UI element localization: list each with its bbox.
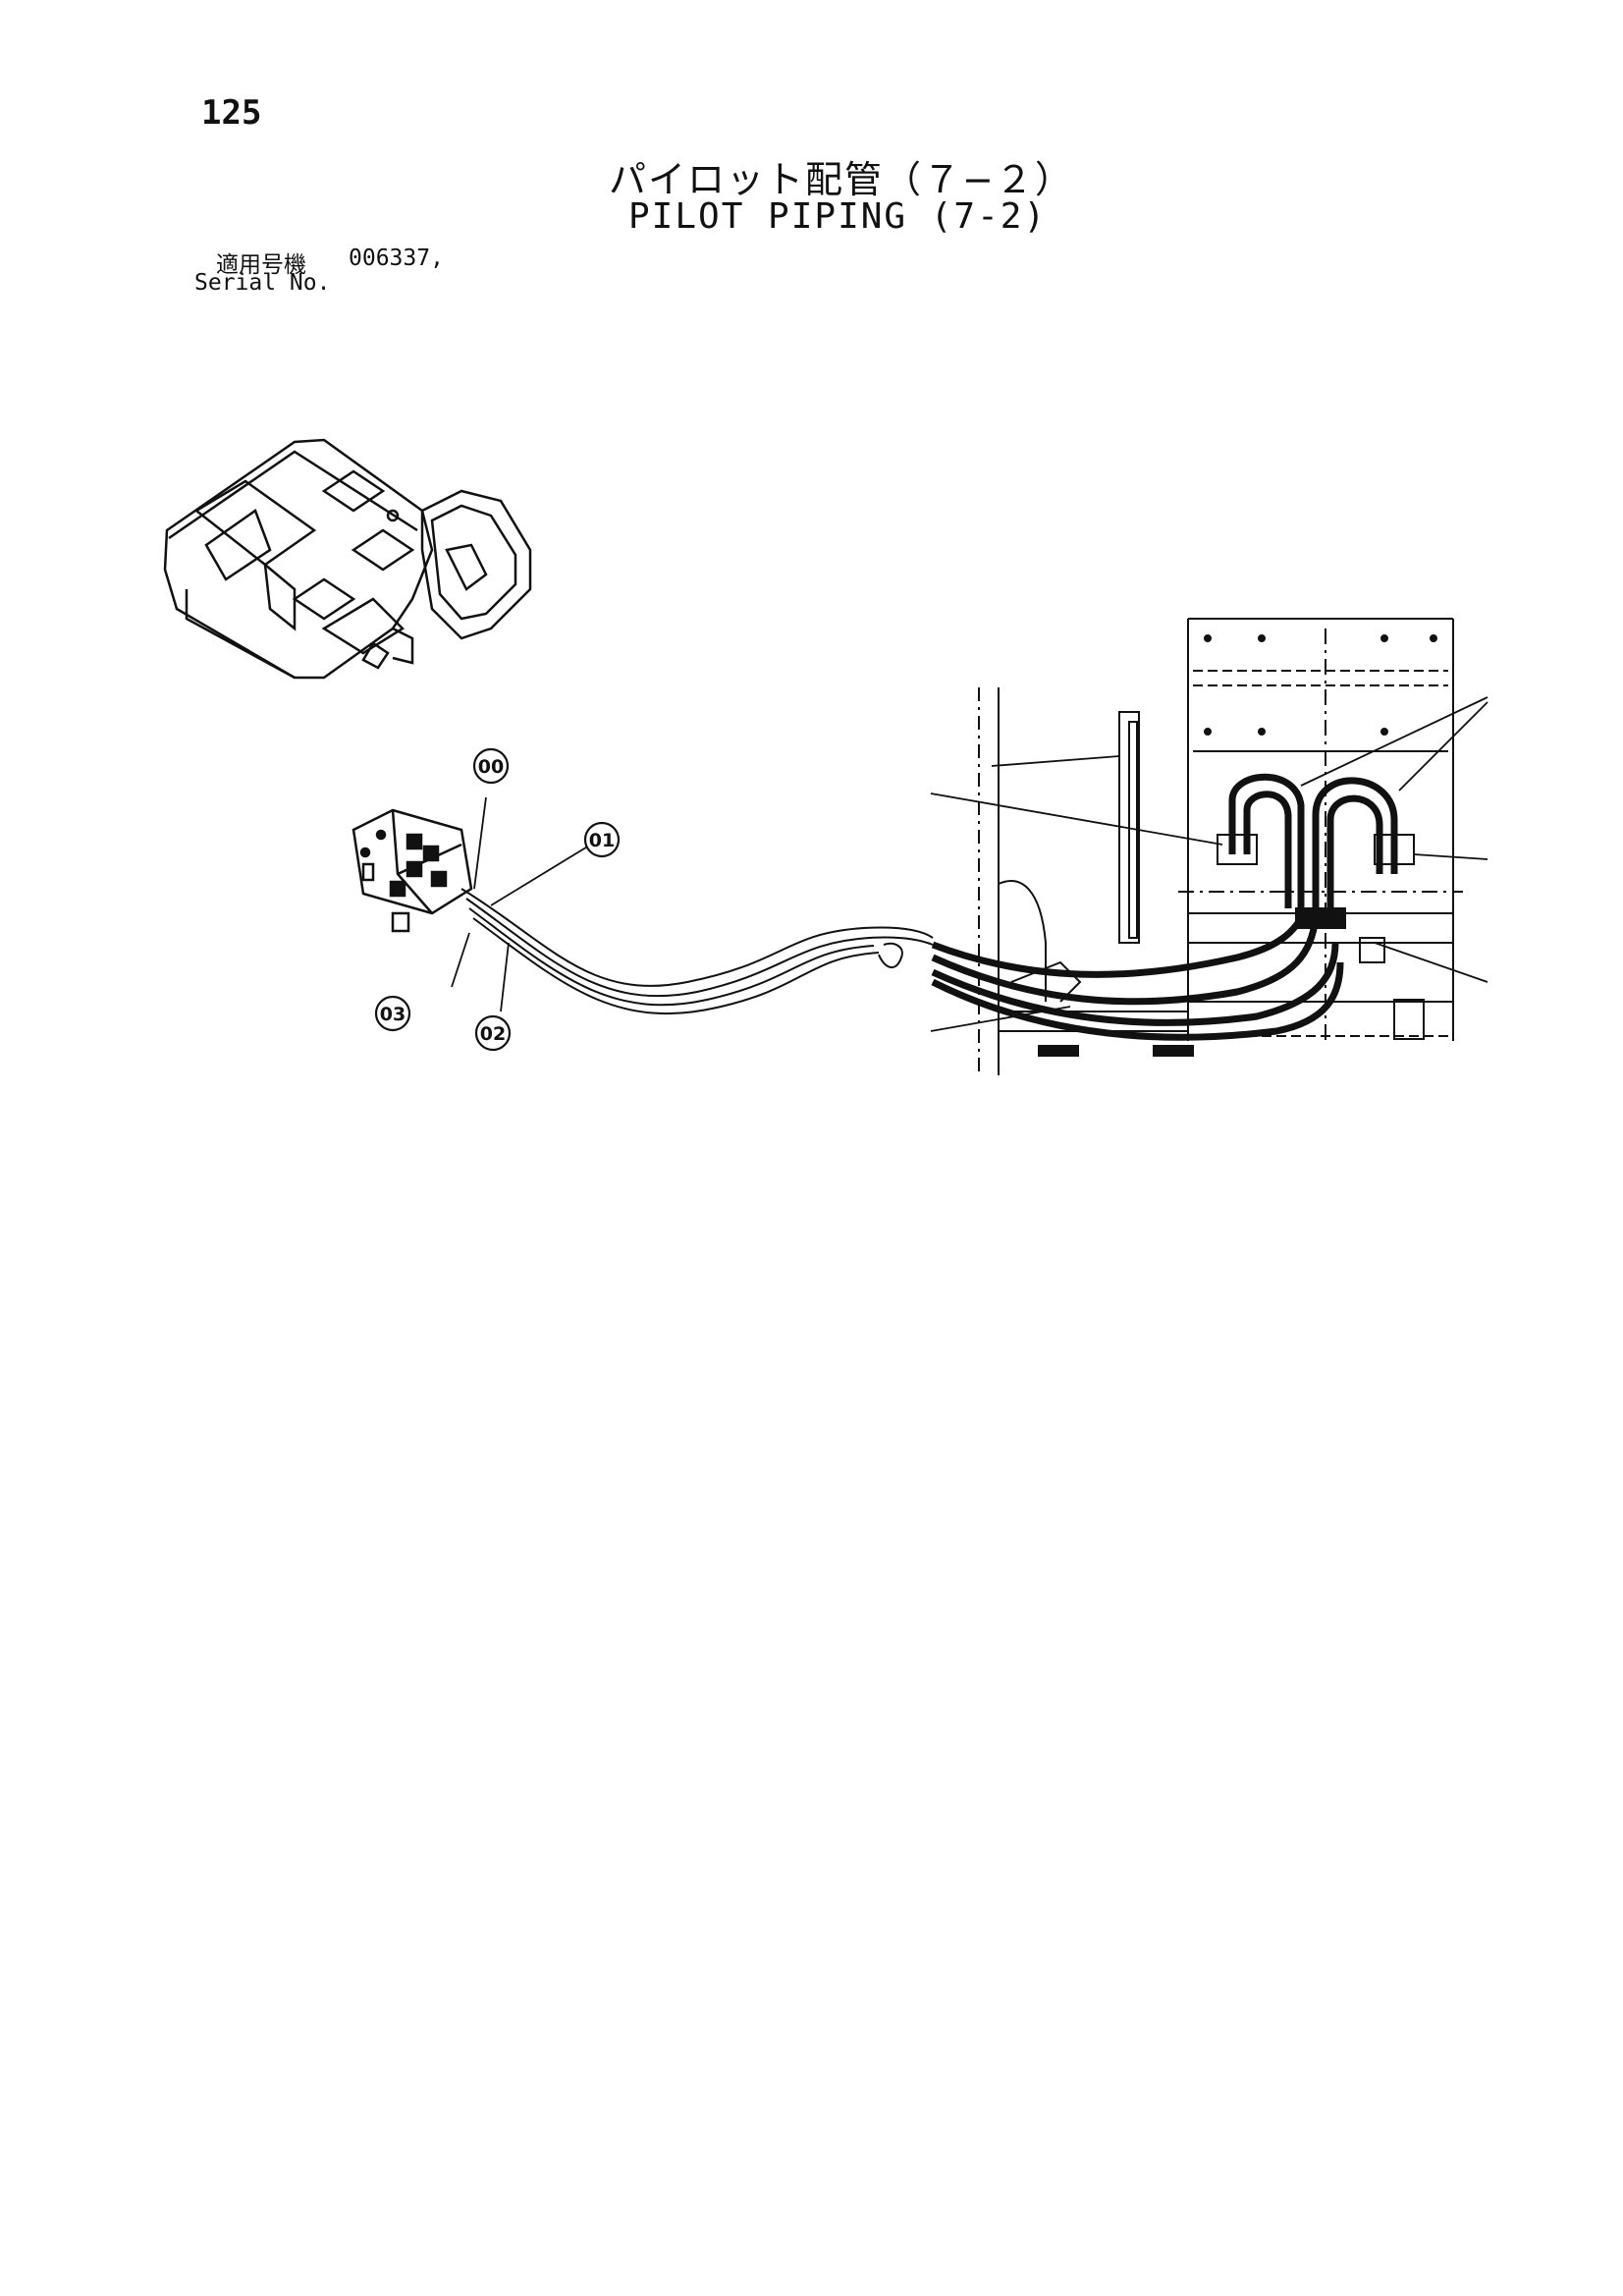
excavator-overview-sketch [163,438,532,680]
page-number: 125 [201,93,262,133]
callout-01: 01 [583,821,621,858]
callout-02: 02 [474,1014,512,1052]
serial-label-english: Serial No. [194,270,331,296]
callout-00-label: 00 [478,756,504,778]
callout-03: 03 [374,995,411,1032]
serial-label-japanese: 適用号機 [216,252,306,278]
callout-03-label: 03 [380,1004,406,1025]
callout-01-label: 01 [589,830,615,851]
hose-fittings [1217,834,1415,963]
pilot-valve-block [352,808,473,933]
leader-lines [451,696,1488,1032]
title-japanese: パイロット配管（７−２） [609,158,1074,201]
callout-00: 00 [472,747,510,785]
pilot-hoses-heavy [931,773,1398,1041]
machine-structure [978,618,1463,1075]
title-english: PILOT PIPING (7-2) [628,196,1048,237]
callout-02-label: 02 [480,1023,506,1045]
serial-value: 006337, [349,246,444,271]
pilot-hoses-thin [460,888,934,1015]
